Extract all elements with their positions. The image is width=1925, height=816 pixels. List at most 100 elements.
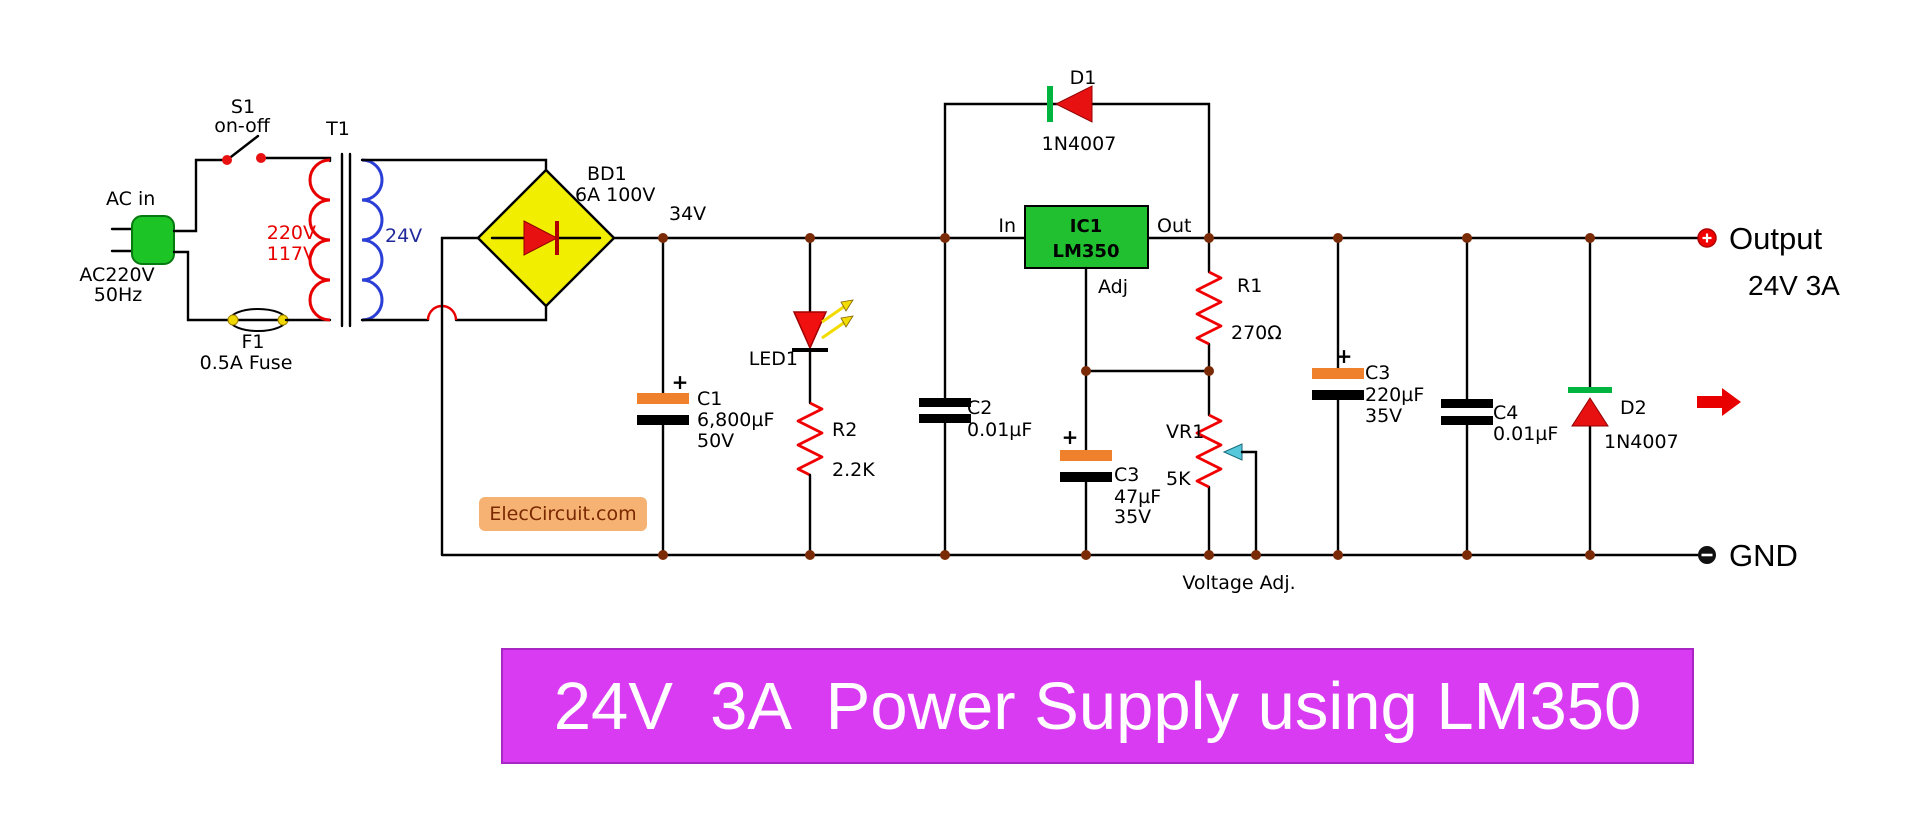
wiper-arrow-icon — [1222, 443, 1243, 461]
r2-value-label: 2.2K — [832, 459, 875, 481]
switch-terminal-icon — [256, 153, 266, 163]
switch-s1: S1 on-off — [214, 96, 332, 165]
junction-dot — [1333, 550, 1343, 560]
junction-dot — [1081, 550, 1091, 560]
capacitor-c2: C2 0.01µF — [919, 236, 1032, 557]
d1-label: D1 — [1070, 67, 1097, 89]
t1-label: T1 — [325, 118, 350, 140]
r1-label: R1 — [1237, 275, 1262, 297]
junction-dot — [1585, 233, 1595, 243]
junction-dot — [1204, 233, 1214, 243]
capacitor-positive-plate-icon — [1312, 368, 1364, 379]
t1-secondary-voltage: 24V — [385, 225, 422, 247]
plug-prongs-icon — [110, 227, 136, 253]
pin-out-label: Out — [1157, 215, 1191, 237]
c1-plus-sign: + — [672, 370, 689, 394]
capacitor-c3-220uf: + C3 220µF 35V — [1312, 236, 1424, 557]
gnd-terminal: GND — [1698, 538, 1798, 573]
fuse-f1: F1 0.5A Fuse — [200, 308, 332, 374]
capacitor-plate-icon — [1441, 399, 1493, 408]
junction-dot — [1585, 550, 1595, 560]
junction-dot — [658, 550, 668, 560]
transformer-t1: T1 220V 117V 24V — [267, 118, 548, 328]
title-text: 24V 3A Power Supply using LM350 — [553, 668, 1642, 744]
c2-value-label: 0.01µF — [967, 419, 1032, 441]
bridge-diode-icon — [523, 220, 559, 256]
junction-dot — [940, 233, 950, 243]
capacitor-positive-plate-icon — [1060, 450, 1112, 461]
ac-voltage-label: AC220V — [79, 264, 154, 286]
vr1-label: VR1 — [1166, 421, 1204, 443]
junction-dot — [805, 550, 815, 560]
bridge-rectifier-bd1: BD1 6A 100V 34V — [440, 163, 706, 557]
bd1-label: BD1 — [587, 163, 627, 185]
ac-plug-icon — [131, 215, 175, 265]
capacitor-plate-icon — [1441, 416, 1493, 425]
capacitor-plate-icon — [1312, 390, 1364, 400]
voltage-adj-label: Voltage Adj. — [1182, 572, 1295, 594]
rail-voltage-label: 34V — [669, 203, 706, 225]
c1-value-label: 6,800µF — [697, 409, 774, 431]
primary-coil-icon — [308, 158, 331, 322]
c3b-plus-sign: + — [1336, 344, 1353, 368]
junction-dot — [1333, 233, 1343, 243]
c3b-label: C3 — [1365, 362, 1390, 384]
switch-terminal-icon — [222, 155, 232, 165]
capacitor-plate-icon — [919, 414, 971, 423]
title-banner: 24V 3A Power Supply using LM350 — [501, 648, 1694, 764]
junction-dot — [1081, 366, 1091, 376]
bd1-rating-label: 6A 100V — [575, 184, 655, 206]
plus-sign-icon — [1702, 233, 1712, 243]
resistor-zigzag-icon — [796, 401, 824, 477]
c3a-rating-label: 35V — [1114, 506, 1151, 528]
c3a-value-label: 47µF — [1114, 486, 1161, 508]
diode-d1: D1 1N4007 — [943, 67, 1211, 240]
junction-dot — [1204, 550, 1214, 560]
fuse-cap-icon — [227, 314, 239, 326]
d1-part-label: 1N4007 — [1042, 133, 1117, 155]
junction-dot — [1251, 550, 1261, 560]
ac-freq-label: 50Hz — [94, 284, 142, 306]
transformer-core-icon — [340, 152, 352, 328]
c3a-plus-sign: + — [1062, 425, 1079, 449]
wire — [172, 250, 232, 322]
c3a-label: C3 — [1114, 464, 1139, 486]
c4-value-label: 0.01µF — [1493, 423, 1558, 445]
junction-dot — [940, 550, 950, 560]
capacitor-plate-icon — [1060, 472, 1112, 482]
capacitor-plate-icon — [919, 398, 971, 407]
pin-adj-label: Adj — [1098, 276, 1128, 298]
c4-label: C4 — [1493, 402, 1518, 424]
ic1-label: IC1 — [1070, 216, 1102, 237]
output-terminal: Output 24V 3A — [1697, 221, 1840, 301]
junction-dots — [658, 233, 1595, 560]
resistor-r1: R1 270Ω — [1195, 236, 1282, 373]
led-arrowhead-icon — [840, 299, 854, 312]
led1: LED1 — [749, 236, 854, 405]
t1-primary-voltage-b: 117V — [267, 243, 316, 265]
secondary-coil-icon — [361, 158, 384, 322]
junction-dot — [1204, 366, 1214, 376]
capacitor-positive-plate-icon — [637, 393, 689, 404]
output-direction-arrow-icon — [1697, 388, 1741, 416]
switch-lever-icon — [225, 134, 260, 162]
f1-value-label: 0.5A Fuse — [200, 352, 293, 374]
watermark: ElecCircuit.com — [479, 497, 647, 531]
wire — [259, 156, 332, 163]
junction-dot — [1462, 550, 1472, 560]
capacitor-c3-47uf: + C3 47µF 35V — [1060, 369, 1211, 557]
wire — [440, 236, 480, 557]
t1-primary-voltage-a: 220V — [267, 222, 316, 244]
ic1-part-label: LM350 — [1053, 241, 1120, 262]
led-light-arrows-icon — [821, 304, 846, 340]
mains-input: AC in AC220V 50Hz — [79, 158, 232, 322]
c3b-value-label: 220µF — [1365, 384, 1424, 406]
wiper-wire — [1240, 450, 1258, 557]
wire — [360, 158, 548, 172]
dc-rails — [440, 236, 1700, 557]
s1-label: S1 — [231, 96, 255, 118]
junction-dot — [658, 233, 668, 243]
wire — [172, 158, 229, 233]
ic-body-icon — [1024, 205, 1149, 269]
